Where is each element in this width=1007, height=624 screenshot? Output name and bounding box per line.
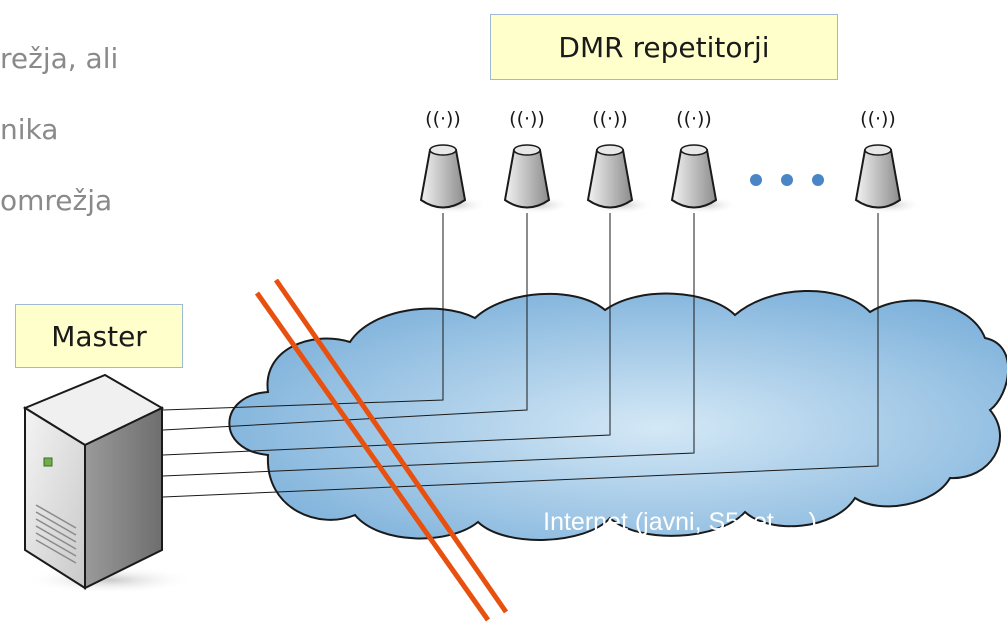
antenna-icon: ((·)) xyxy=(586,108,654,214)
cloud-label: Internet (javni, S5net, ...) xyxy=(543,508,817,536)
radio-wave-icon: ((·)) xyxy=(425,108,461,130)
server-icon xyxy=(22,373,195,594)
antenna-icon: ((·)) xyxy=(503,108,571,214)
radio-wave-icon: ((·)) xyxy=(509,108,545,130)
antenna-icon: ((·)) xyxy=(670,108,738,214)
connection-lines xyxy=(162,213,879,498)
radio-wave-icon: ((·)) xyxy=(860,108,896,130)
link-repeater-2 xyxy=(162,213,528,431)
master-label-box: Master xyxy=(15,304,183,368)
slide-text-line-3: omrežja xyxy=(0,184,113,217)
link-repeater-3 xyxy=(162,213,611,456)
radio-wave-icon: ((·)) xyxy=(592,108,628,130)
ellipsis-dots-icon xyxy=(750,174,824,186)
link-repeater-5 xyxy=(162,213,879,498)
radio-wave-icon: ((·)) xyxy=(676,108,712,130)
repeaters-title: DMR repetitorji xyxy=(558,30,770,64)
blocked-link-strike xyxy=(254,278,509,622)
slide-text-line-2: nika xyxy=(0,113,59,146)
link-repeater-4 xyxy=(162,213,695,477)
master-label: Master xyxy=(51,319,147,353)
repeaters-title-box: DMR repetitorji xyxy=(490,14,838,80)
link-repeater-1 xyxy=(162,213,444,411)
antenna-icon: ((·)) xyxy=(419,108,487,214)
internet-cloud xyxy=(228,289,1007,541)
antenna-icon: ((·)) xyxy=(854,108,922,214)
slide-text-line-1: režja, ali xyxy=(0,42,119,75)
